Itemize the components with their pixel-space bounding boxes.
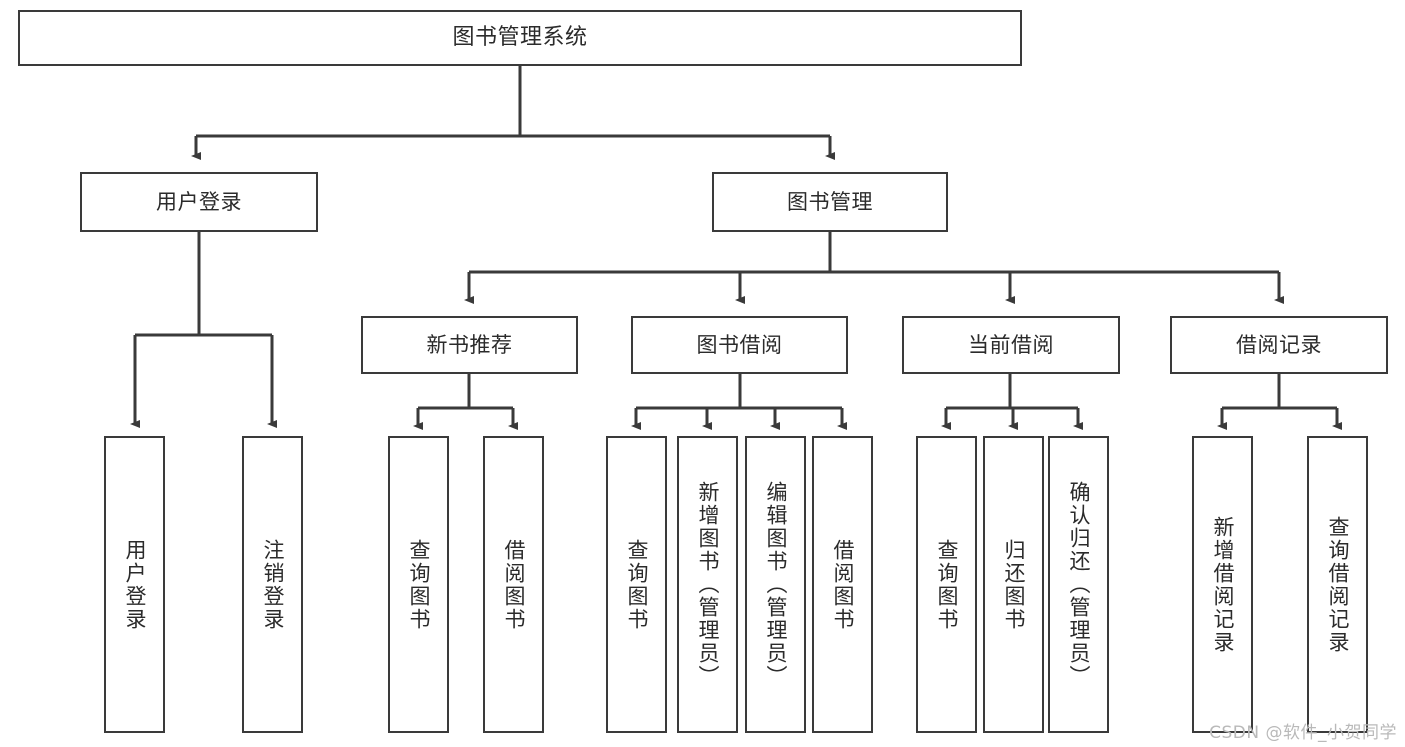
node-leaf-query-record[interactable]: 查询借阅记录 (1307, 436, 1368, 733)
node-leaf-query-record-label: 查询借阅记录 (1326, 515, 1350, 654)
node-leaf-add-book-label: 新增图书（管理员） (696, 481, 720, 688)
node-leaf-borrow-book-1-label: 借阅图书 (502, 538, 526, 631)
node-leaf-return-book[interactable]: 归还图书 (983, 436, 1044, 733)
node-user-login-label: 用户登录 (156, 189, 242, 214)
node-leaf-user-login-label: 用户登录 (123, 538, 147, 631)
node-new-book-rec[interactable]: 新书推荐 (361, 316, 578, 374)
node-book-manage[interactable]: 图书管理 (712, 172, 948, 232)
node-leaf-return-book-label: 归还图书 (1002, 538, 1026, 631)
node-borrow-record[interactable]: 借阅记录 (1170, 316, 1388, 374)
node-leaf-confirm-return-label: 确认归还（管理员） (1067, 481, 1091, 688)
csdn-watermark: CSDN @软件_小贺同学 (1209, 723, 1397, 743)
node-root[interactable]: 图书管理系统 (18, 10, 1022, 66)
node-leaf-borrow-book-1[interactable]: 借阅图书 (483, 436, 544, 733)
node-book-borrow-label: 图书借阅 (696, 332, 783, 357)
node-leaf-add-record-label: 新增借阅记录 (1211, 515, 1235, 654)
node-book-borrow[interactable]: 图书借阅 (631, 316, 848, 374)
node-leaf-confirm-return[interactable]: 确认归还（管理员） (1048, 436, 1109, 733)
node-leaf-user-login[interactable]: 用户登录 (104, 436, 165, 733)
node-borrow-record-label: 借阅记录 (1236, 332, 1322, 357)
node-leaf-borrow-book-2[interactable]: 借阅图书 (812, 436, 873, 733)
node-book-manage-label: 图书管理 (787, 189, 873, 214)
node-leaf-query-book-2[interactable]: 查询图书 (606, 436, 667, 733)
node-new-book-rec-label: 新书推荐 (426, 332, 513, 357)
node-leaf-query-book-1-label: 查询图书 (407, 538, 431, 631)
node-leaf-logout-login-label: 注销登录 (261, 538, 285, 631)
node-root-label: 图书管理系统 (452, 25, 588, 51)
node-leaf-query-book-1[interactable]: 查询图书 (388, 436, 449, 733)
node-leaf-edit-book-label: 编辑图书（管理员） (764, 481, 788, 688)
node-user-login[interactable]: 用户登录 (80, 172, 318, 232)
node-leaf-query-book-3-label: 查询图书 (935, 538, 959, 631)
node-leaf-add-record[interactable]: 新增借阅记录 (1192, 436, 1253, 733)
node-current-borrow-label: 当前借阅 (968, 332, 1054, 357)
node-leaf-borrow-book-2-label: 借阅图书 (831, 538, 855, 631)
node-leaf-query-book-3[interactable]: 查询图书 (916, 436, 977, 733)
node-leaf-add-book[interactable]: 新增图书（管理员） (677, 436, 738, 733)
node-leaf-query-book-2-label: 查询图书 (625, 538, 649, 631)
node-current-borrow[interactable]: 当前借阅 (902, 316, 1120, 374)
node-leaf-edit-book[interactable]: 编辑图书（管理员） (745, 436, 806, 733)
node-leaf-logout-login[interactable]: 注销登录 (242, 436, 303, 733)
